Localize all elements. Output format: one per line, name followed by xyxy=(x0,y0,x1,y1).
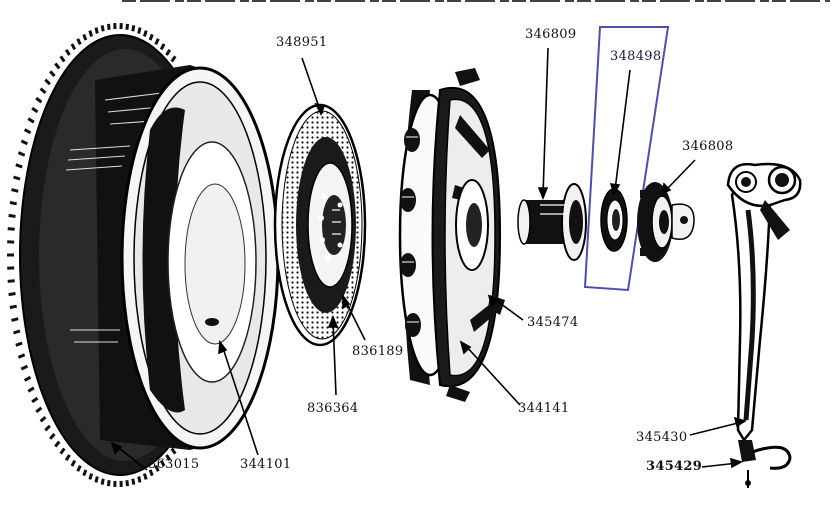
gear-tooth xyxy=(172,56,176,61)
gear-tooth xyxy=(72,44,75,49)
gear-tooth xyxy=(18,153,24,156)
gear-tooth xyxy=(127,480,128,486)
part-number-346808: 346808 xyxy=(682,140,733,153)
gear-tooth xyxy=(61,56,65,61)
gear-tooth xyxy=(167,50,170,55)
clutch-disc xyxy=(275,105,365,345)
gear-tooth xyxy=(144,474,146,480)
gear-tooth xyxy=(32,108,37,112)
gear-tooth xyxy=(8,281,15,282)
gear-tooth xyxy=(21,366,27,369)
release-sleeve xyxy=(518,184,586,260)
part-number-348498: 348498 xyxy=(610,50,661,63)
gear-tooth xyxy=(28,119,34,123)
gear-tooth xyxy=(9,294,16,295)
part-number-345430: 345430 xyxy=(636,431,687,444)
gear-tooth xyxy=(96,477,97,483)
gear-tooth xyxy=(72,461,75,466)
release-collar xyxy=(637,182,694,262)
gear-tooth xyxy=(45,80,50,85)
gear-tooth xyxy=(32,398,37,402)
gear-tooth xyxy=(84,470,86,476)
gear-tooth xyxy=(172,449,176,454)
gear-tooth xyxy=(50,434,54,439)
gear-tooth xyxy=(139,477,140,483)
gear-tooth xyxy=(66,455,69,460)
gear-tooth xyxy=(139,28,140,34)
gear-tooth xyxy=(78,466,81,472)
gear-tooth xyxy=(21,141,27,144)
gear-tooth xyxy=(50,71,54,76)
gear-tooth xyxy=(127,24,128,30)
gear-tooth xyxy=(12,190,19,192)
gear-tooth xyxy=(161,44,164,49)
flywheel xyxy=(7,23,278,487)
fork-pin xyxy=(745,447,790,488)
gear-tooth xyxy=(90,474,92,480)
gear-tooth xyxy=(133,479,134,485)
gear-tooth xyxy=(25,130,31,133)
gear-tooth xyxy=(102,479,103,485)
gear-tooth xyxy=(133,25,134,31)
gear-tooth xyxy=(12,319,19,321)
gear-tooth xyxy=(78,39,81,45)
release-fork xyxy=(728,164,800,462)
pressure-plate-assembly xyxy=(400,68,505,402)
gear-tooth xyxy=(45,426,50,431)
release-bearing xyxy=(601,189,627,251)
gear-tooth xyxy=(14,177,21,179)
part-number-345474: 345474 xyxy=(527,316,578,329)
gear-tooth xyxy=(16,343,22,345)
gear-tooth xyxy=(41,89,46,93)
part-number-344101: 344101 xyxy=(240,458,291,471)
gear-tooth xyxy=(55,442,59,447)
part-number-345429: 345429 xyxy=(646,460,702,473)
gear-tooth xyxy=(90,31,92,37)
gear-tooth xyxy=(96,28,97,34)
part-number-344141: 344141 xyxy=(518,402,569,415)
gear-tooth xyxy=(61,449,65,454)
gear-tooth xyxy=(102,25,103,31)
gear-tooth xyxy=(10,203,17,204)
gear-tooth xyxy=(109,480,110,486)
gear-tooth xyxy=(66,50,69,55)
gear-tooth xyxy=(14,331,21,333)
gear-tooth xyxy=(150,34,152,40)
part-number-836364: 836364 xyxy=(307,402,358,415)
gear-tooth xyxy=(10,306,17,307)
gear-tooth xyxy=(109,24,110,30)
gear-tooth xyxy=(18,355,24,358)
gear-tooth xyxy=(9,215,16,216)
gear-tooth xyxy=(36,98,41,102)
gear-tooth xyxy=(144,31,146,37)
gear-tooth xyxy=(84,34,86,40)
cropped-header-text xyxy=(120,0,832,5)
gear-tooth xyxy=(41,417,46,421)
gear-tooth xyxy=(28,388,34,392)
gear-tooth xyxy=(8,229,15,230)
part-number-348951: 348951 xyxy=(276,36,327,49)
part-number-836189: 836189 xyxy=(352,345,403,358)
gear-tooth xyxy=(36,408,41,412)
gear-tooth xyxy=(55,64,59,69)
part-number-363015: 363015 xyxy=(148,458,199,471)
part-number-346809: 346809 xyxy=(525,28,576,41)
gear-tooth xyxy=(25,377,31,380)
gear-tooth xyxy=(16,165,22,167)
gear-tooth xyxy=(156,39,159,45)
